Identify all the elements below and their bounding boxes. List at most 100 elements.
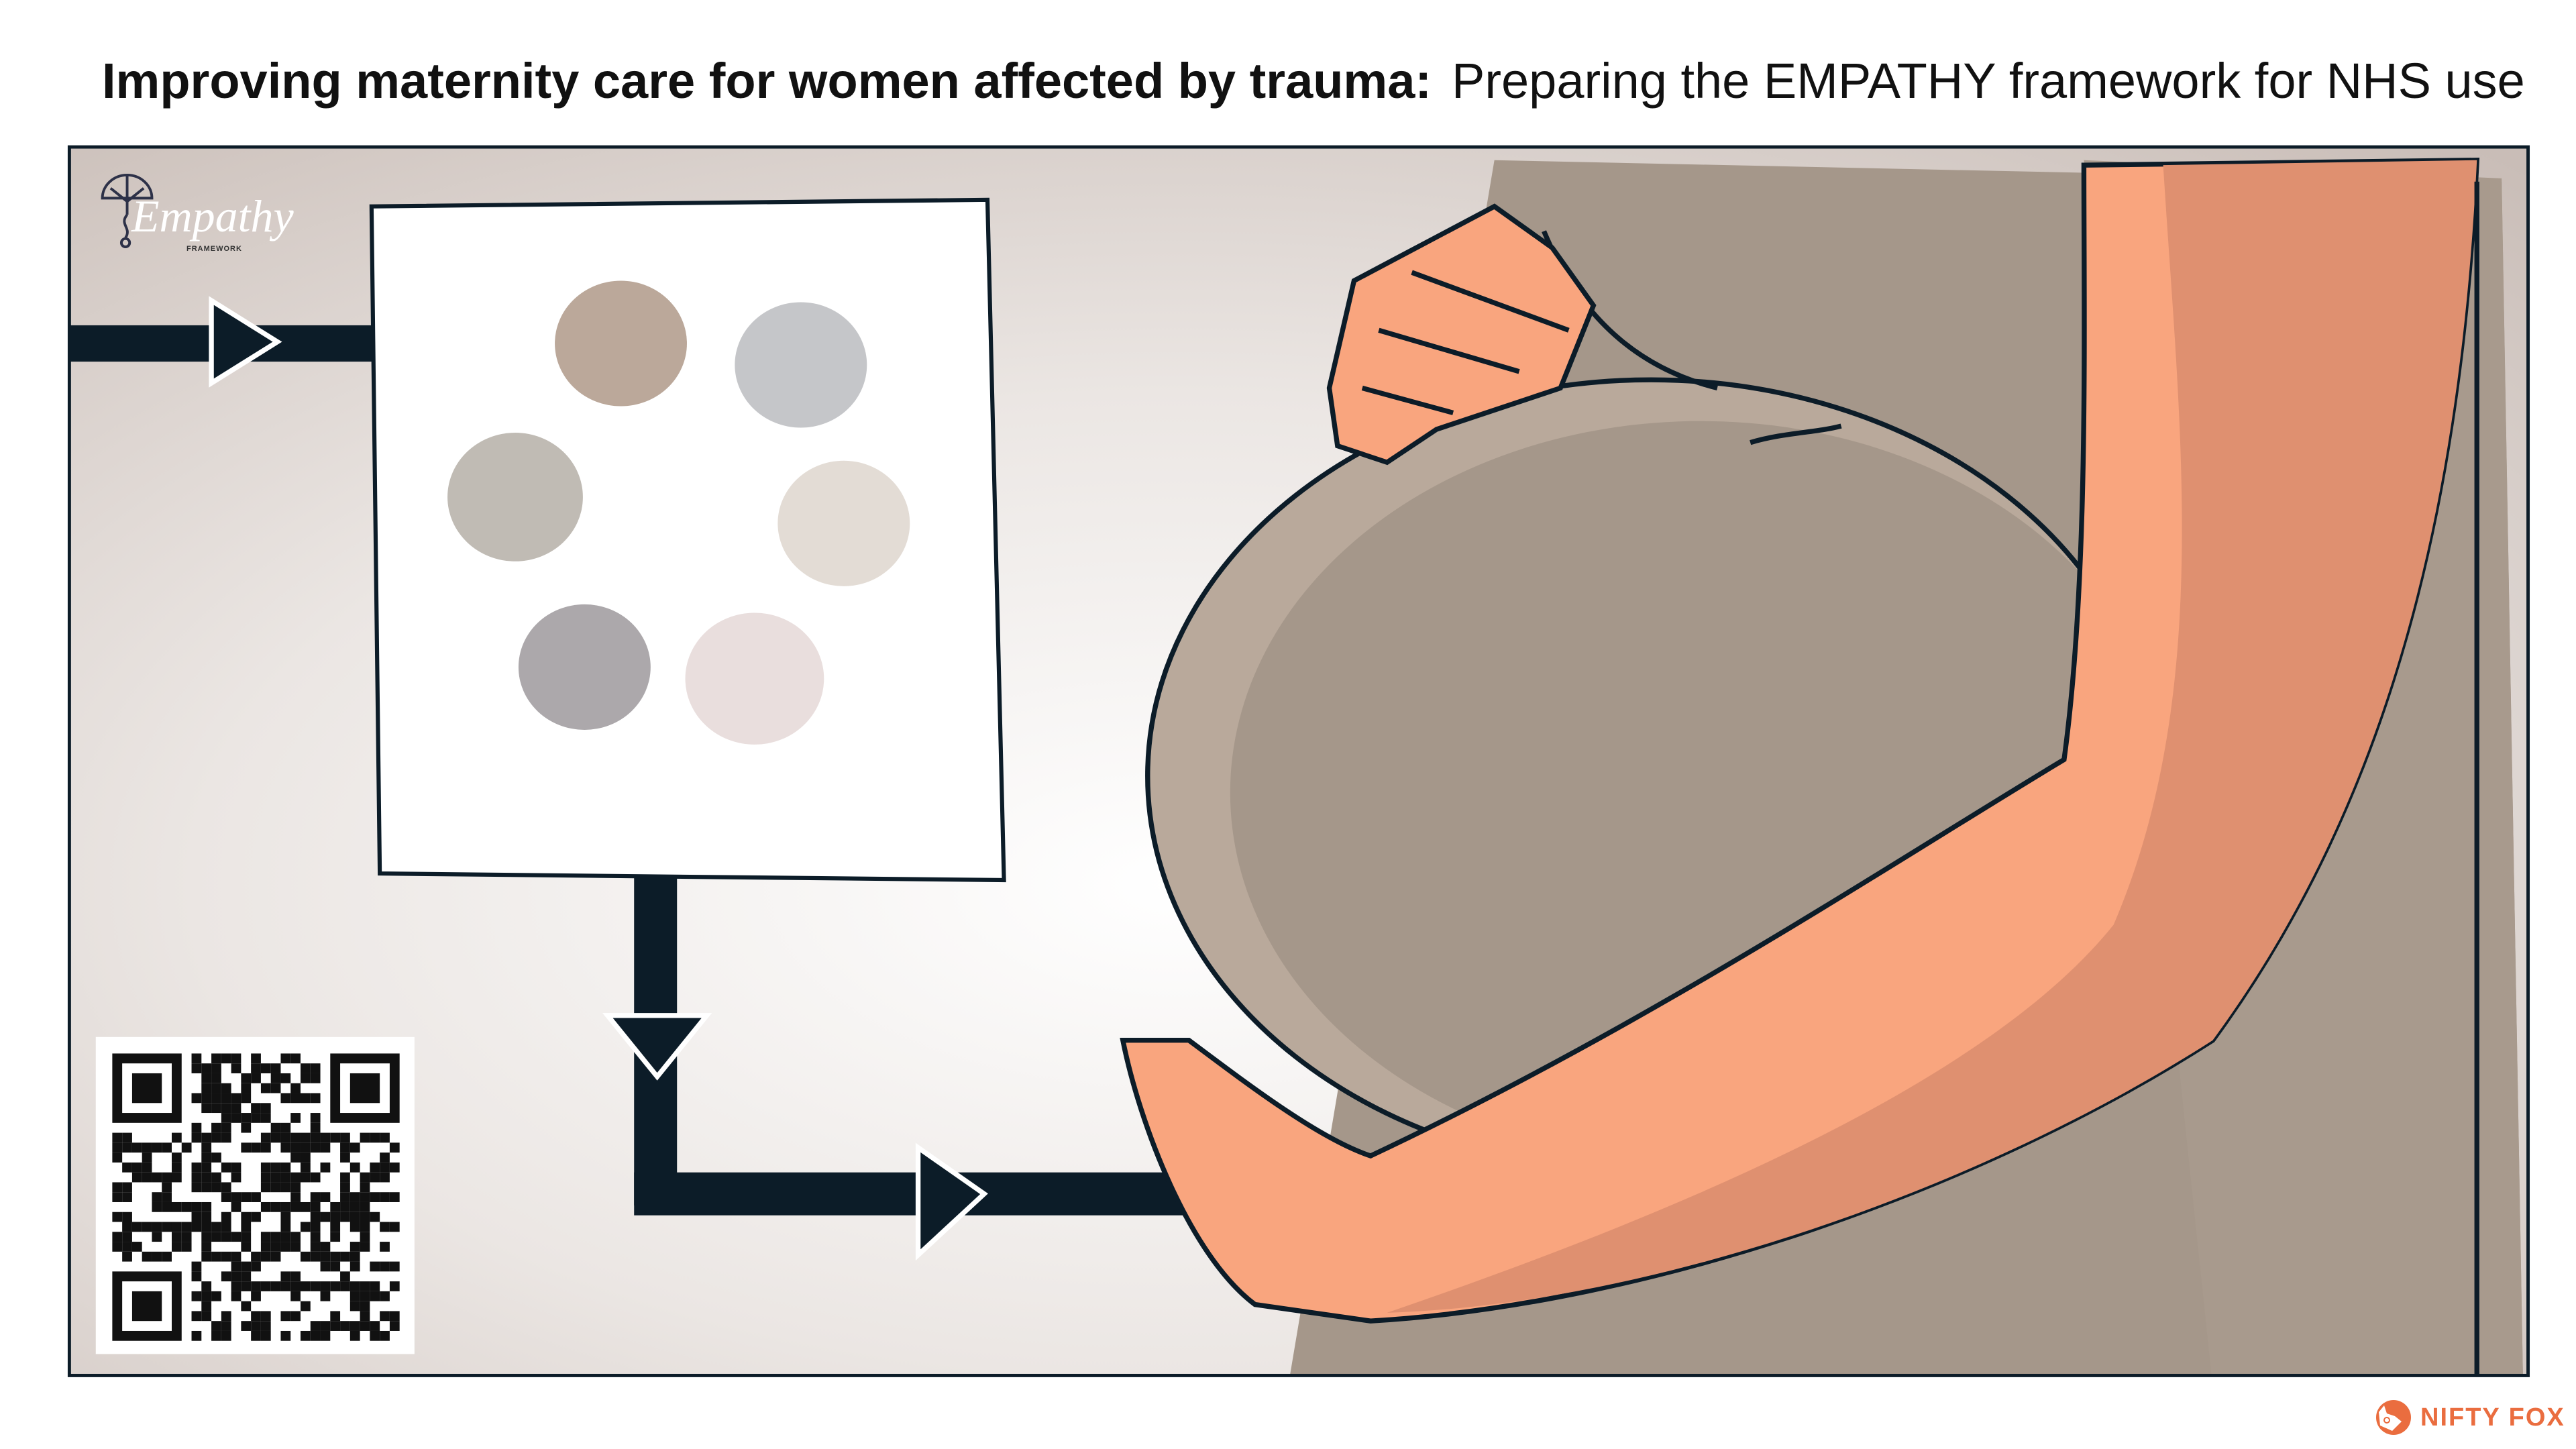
qr-module [270,1172,281,1183]
qr-module [350,1242,360,1252]
qr-module [201,1132,212,1143]
qr-module [389,1222,400,1232]
qr-module [290,1113,301,1123]
qr-module [290,1271,301,1282]
qr-module [112,1232,123,1242]
swatch-4 [777,460,910,586]
qr-module [380,1192,390,1202]
qr-module [231,1053,241,1064]
qr-module [340,1201,350,1212]
qr-module [251,1291,261,1301]
qr-module [211,1172,221,1183]
qr-module [211,1291,221,1301]
qr-module [122,1192,132,1202]
qr-module [221,1182,231,1193]
qr-module [350,1201,360,1212]
qr-module [330,1261,341,1272]
qr-module [389,1162,400,1173]
qr-module [251,1251,261,1262]
qr-module [300,1063,311,1073]
qr-module [201,1103,212,1114]
qr-module [280,1281,291,1291]
qr-module [191,1053,202,1064]
qr-module [370,1162,380,1173]
qr-module [171,1222,182,1232]
qr-module [320,1281,331,1291]
qr-module [260,1132,271,1143]
qr-module [211,1182,221,1193]
qr-module [330,1212,341,1222]
qr-module [191,1311,202,1322]
qr-module [280,1232,291,1242]
qr-module [142,1172,152,1183]
qr-module [360,1321,370,1331]
qr-module [251,1330,261,1341]
qr-module [221,1212,231,1222]
qr-module [241,1232,252,1242]
qr-module [350,1251,360,1262]
qr-module [231,1103,241,1114]
qr-module [290,1172,301,1183]
qr-module [162,1201,172,1212]
qr-module [231,1232,241,1242]
qr-module [211,1093,221,1104]
qr-module [380,1162,390,1173]
qr-module [122,1232,132,1242]
qr-module [162,1182,172,1193]
qr-module [389,1142,400,1153]
qr-module [131,1172,142,1183]
qr-module [211,1330,221,1341]
qr-module [350,1222,360,1232]
qr-module [360,1192,370,1202]
qr-module [270,1281,281,1291]
qr-module [241,1301,252,1311]
qr-module [201,1201,212,1212]
qr-module [221,1093,231,1104]
qr-module [370,1281,380,1291]
qr-module [300,1073,311,1083]
qr-module [231,1281,241,1291]
qr-module [221,1330,231,1341]
qr-module [350,1321,360,1331]
qr-module [320,1132,331,1143]
qr-module [300,1201,311,1212]
swatch-3 [447,433,583,561]
qr-module [201,1251,212,1262]
qr-module [231,1113,241,1123]
qr-module [320,1192,331,1202]
swatch-2 [735,302,867,428]
qr-module [221,1132,231,1143]
qr-module [221,1251,231,1262]
qr-module [310,1281,321,1291]
qr-module [280,1172,291,1183]
qr-module [231,1201,241,1212]
qr-module [330,1232,341,1242]
qr-module [112,1242,123,1252]
qr-module [211,1073,221,1083]
qr-module [191,1172,202,1183]
qr-module [251,1103,261,1114]
qr-module [380,1291,390,1301]
qr-module [251,1142,261,1153]
qr-module [360,1212,370,1222]
qr-module [201,1093,212,1104]
qr-module [260,1142,271,1153]
qr-module [290,1291,301,1301]
qr-module [340,1212,350,1222]
qr-module [221,1053,231,1064]
qr-module [320,1291,331,1301]
qr-module [310,1232,321,1242]
qr-module [131,1242,142,1252]
qr-module [310,1113,321,1123]
empathy-logo-icon [101,174,154,248]
qr-module [380,1242,390,1252]
qr-module [310,1201,321,1212]
qr-module [320,1261,331,1272]
qr-module [350,1301,360,1311]
qr-module [270,1083,281,1093]
qr-module [122,1251,132,1262]
arrow-right-head [915,1142,988,1261]
flow-arrows [69,296,1196,1261]
qr-module [241,1113,252,1123]
qr-module [221,1311,231,1322]
